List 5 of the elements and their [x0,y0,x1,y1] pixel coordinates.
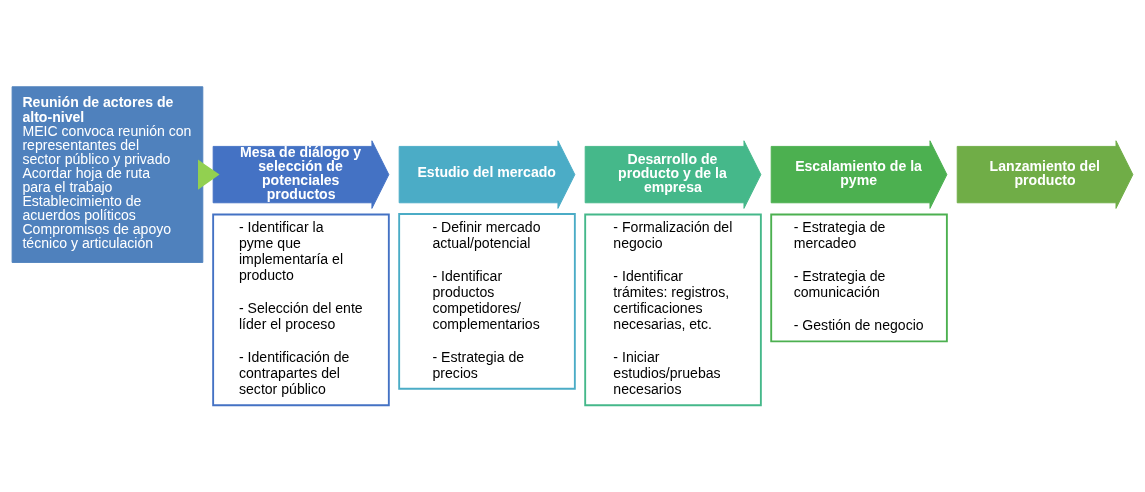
node-box: - Formalización del negocio - Identificar trámites: registros, certificaciones necesarias, etc. - Iniciar estudios/pruebas necesarios [584,213,762,407]
node-box: - Definir mercado actual/potencial - Identificar productos competidores/ complementarios - Estrategia de precios [398,213,576,390]
node-box: - Estrategia de mercadeo - Estrategia de comunicación - Gestión de negocio [770,213,948,343]
node-box: - Identificar la pyme que implementaría el producto - Selección del ente líder el proceso - Identificación de contrapartes del sector público [212,213,390,407]
arrow [198,159,220,190]
